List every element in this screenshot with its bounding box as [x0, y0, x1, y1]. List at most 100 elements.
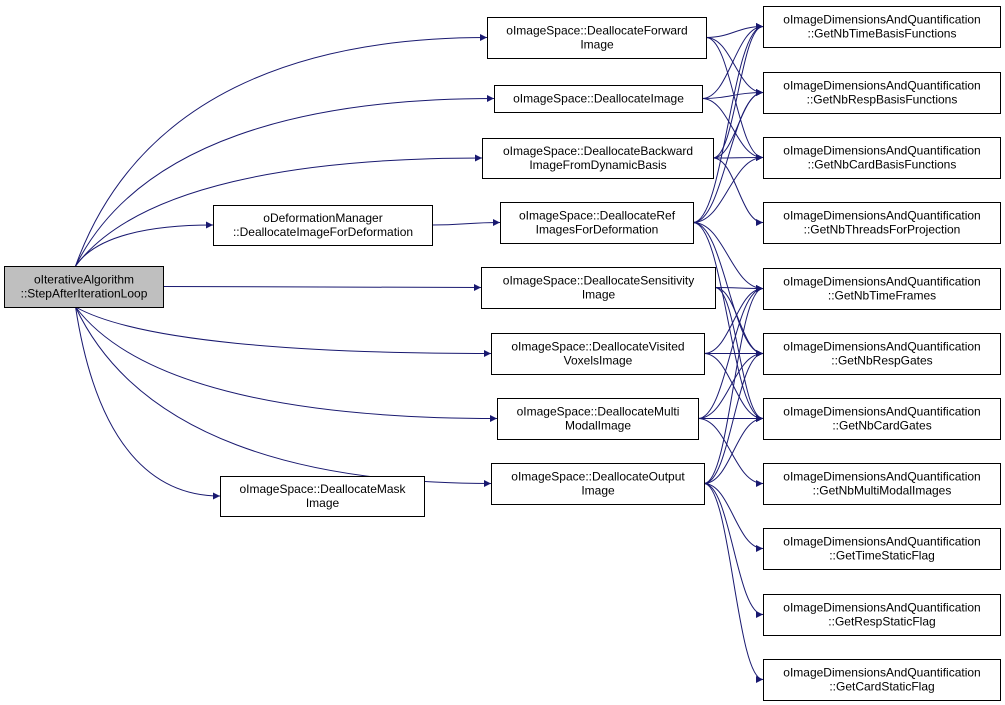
edge-out-to-csf — [703, 483, 764, 683]
edge-defmgr-to-ref — [431, 219, 501, 227]
node-box — [481, 267, 716, 309]
node-label-line: oImageSpace::DeallocateForward — [506, 24, 687, 38]
node-label-line: ::GetNbRespBasisFunctions — [807, 93, 958, 107]
edge-line — [714, 287, 764, 357]
edge-line — [75, 306, 492, 487]
edge-line — [75, 306, 498, 422]
edge-line — [697, 350, 764, 419]
node-box — [763, 202, 1001, 244]
edge-line — [712, 157, 764, 226]
edge-line — [701, 98, 764, 161]
node-label-line: oImageDimensionsAndQuantification — [783, 535, 980, 549]
node-box — [763, 398, 1001, 440]
node-bwd[interactable]: oImageSpace::DeallocateBackwardImageFrom… — [482, 138, 714, 179]
edge-out-to-cg — [703, 415, 764, 484]
edge-line — [701, 23, 764, 99]
edge-line — [697, 285, 764, 419]
node-label-line: oImageSpace::DeallocateSensitivity — [503, 274, 694, 288]
node-cg[interactable]: oImageDimensionsAndQuantification::GetNb… — [763, 398, 1001, 440]
node-rg[interactable]: oImageDimensionsAndQuantification::GetNb… — [763, 333, 1001, 375]
edge-line — [162, 283, 482, 291]
node-thr[interactable]: oImageDimensionsAndQuantification::GetNb… — [763, 202, 1001, 244]
edge-root-to-sens — [162, 283, 482, 291]
node-box — [763, 268, 1001, 310]
edge-fwd-to-rbf — [705, 37, 764, 96]
node-label-line: oImageDimensionsAndQuantification — [783, 79, 980, 93]
node-label-line: ::GetNbThreadsForProjection — [804, 223, 961, 237]
node-label-line: oImageDimensionsAndQuantification — [783, 666, 980, 680]
edge-ref-to-rbf — [692, 89, 764, 223]
edge-ref-to-tf — [692, 222, 764, 292]
node-label-line: Image — [581, 484, 615, 498]
edges-layer — [75, 23, 764, 683]
node-mmi[interactable]: oImageDimensionsAndQuantification::GetNb… — [763, 463, 1001, 505]
node-label-line: oImageDimensionsAndQuantification — [783, 601, 980, 615]
edge-line — [705, 37, 764, 161]
node-box — [213, 205, 433, 246]
node-label-line: ::GetNbRespGates — [831, 354, 932, 368]
node-csf[interactable]: oImageDimensionsAndQuantification::GetCa… — [763, 659, 1001, 701]
edge-out-to-tsf — [703, 483, 764, 552]
node-img[interactable]: oImageSpace::DeallocateImage — [494, 85, 703, 113]
node-label-line: oImageDimensionsAndQuantification — [783, 405, 980, 419]
node-vis[interactable]: oImageSpace::DeallocateVisitedVoxelsImag… — [491, 333, 705, 375]
node-box — [763, 659, 1001, 701]
edge-root-to-fwd — [75, 34, 488, 267]
node-box — [763, 594, 1001, 636]
node-label-line: ModalImage — [565, 419, 631, 433]
node-defmgr[interactable]: oDeformationManager::DeallocateImageForD… — [213, 205, 433, 246]
node-root[interactable]: oIterativeAlgorithm::StepAfterIterationL… — [4, 266, 164, 308]
nodes-layer: oIterativeAlgorithm::StepAfterIterationL… — [4, 6, 1001, 701]
edge-line — [75, 95, 495, 267]
node-label-line: oDeformationManager — [263, 211, 382, 225]
node-label-line: Image — [306, 496, 340, 510]
node-cbf[interactable]: oImageDimensionsAndQuantification::GetNb… — [763, 137, 1001, 179]
edge-bwd-to-thr — [712, 157, 764, 226]
node-box — [491, 333, 705, 375]
edge-root-to-img — [75, 95, 495, 267]
edge-img-to-tbf — [701, 23, 764, 99]
node-tbf[interactable]: oImageDimensionsAndQuantification::GetNb… — [763, 6, 1001, 48]
edge-bwd-to-cbf — [712, 154, 764, 162]
node-box — [763, 6, 1001, 48]
node-label-line: VoxelsImage — [564, 354, 633, 368]
node-label-line: Image — [582, 288, 616, 302]
edge-line — [703, 483, 764, 552]
edge-root-to-defmgr — [75, 221, 214, 267]
edge-line — [75, 306, 221, 500]
node-box — [763, 72, 1001, 114]
node-label-line: ::GetNbCardGates — [832, 419, 931, 433]
edge-ref-to-cbf — [692, 154, 764, 223]
node-label-line: oImageDimensionsAndQuantification — [783, 13, 980, 27]
node-label-line: ::StepAfterIterationLoop — [21, 287, 148, 301]
node-label-line: ::DeallocateImageForDeformation — [233, 225, 413, 239]
node-box — [500, 202, 694, 244]
edge-line — [431, 219, 501, 227]
node-label-line: ImageFromDynamicBasis — [529, 158, 666, 172]
node-box — [497, 398, 699, 440]
node-box — [220, 476, 425, 517]
node-rsf[interactable]: oImageDimensionsAndQuantification::GetRe… — [763, 594, 1001, 636]
node-box — [763, 528, 1001, 570]
node-label-line: oImageSpace::DeallocateOutput — [511, 470, 685, 484]
node-label-line: oImageDimensionsAndQuantification — [783, 209, 980, 223]
node-tsf[interactable]: oImageDimensionsAndQuantification::GetTi… — [763, 528, 1001, 570]
node-tf[interactable]: oImageDimensionsAndQuantification::GetNb… — [763, 268, 1001, 310]
node-label-line: oImageDimensionsAndQuantification — [783, 340, 980, 354]
node-label-line: ::GetTimeStaticFlag — [829, 549, 935, 563]
edge-vis-to-tf — [703, 285, 764, 354]
node-label-line: ::GetCardStaticFlag — [829, 680, 934, 694]
node-box — [763, 333, 1001, 375]
node-label-line: ImagesForDeformation — [536, 223, 659, 237]
node-box — [482, 138, 714, 179]
edge-line — [705, 37, 764, 96]
node-ref[interactable]: oImageSpace::DeallocateRefImagesForDefor… — [500, 202, 694, 244]
node-rbf[interactable]: oImageDimensionsAndQuantification::GetNb… — [763, 72, 1001, 114]
edge-ref-to-cg — [692, 222, 764, 422]
node-box — [4, 266, 164, 308]
